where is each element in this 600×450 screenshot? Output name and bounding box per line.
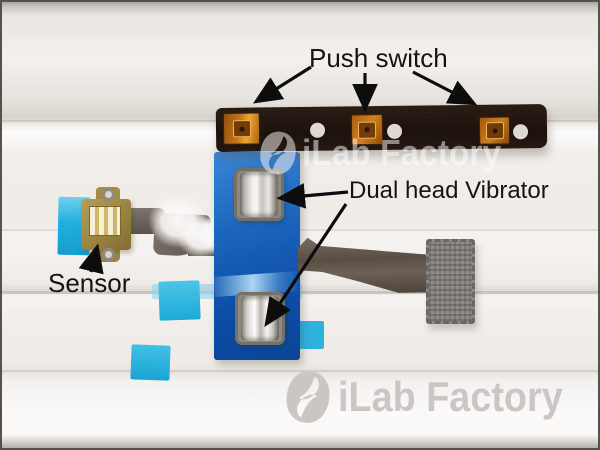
ilab-factory-logo-icon — [260, 131, 296, 175]
connector-texture — [429, 242, 472, 321]
push-switch-label: Push switch — [309, 43, 448, 73]
watermark-center: iLab Factory — [259, 129, 516, 177]
cyan-tape-bottom — [130, 344, 171, 381]
switch-dot — [238, 126, 245, 132]
push-switch-left — [222, 112, 261, 145]
sensor-screw-hole-top — [102, 188, 115, 201]
cyan-tape-right — [297, 321, 324, 349]
switch-contact — [232, 120, 251, 138]
vibrator-head-bottom — [235, 292, 285, 345]
watermark-text: iLab Factory — [338, 373, 563, 420]
vibrator-cylinder-bottom — [241, 296, 279, 341]
sensor-chip — [89, 206, 121, 236]
sensor-label: Sensor — [48, 268, 131, 298]
watermark-text: iLab Factory — [302, 132, 502, 173]
sensor-screw-hole-bottom — [102, 248, 115, 261]
arrow-push-switch-right — [412, 70, 478, 106]
board-connector-pad — [426, 239, 475, 324]
vibrator-cylinder-top — [240, 172, 278, 217]
dual-head-vibrator-label: Dual head Vibrator — [349, 177, 549, 204]
ilab-factory-logo-icon — [286, 371, 330, 423]
watermark-bottom: iLab Factory — [285, 368, 588, 426]
main-flex-cable-arm — [298, 237, 434, 293]
cyan-tape-left — [158, 280, 201, 321]
shelf-groove-line — [2, 370, 598, 372]
arrow-push-switch-left — [252, 65, 312, 104]
